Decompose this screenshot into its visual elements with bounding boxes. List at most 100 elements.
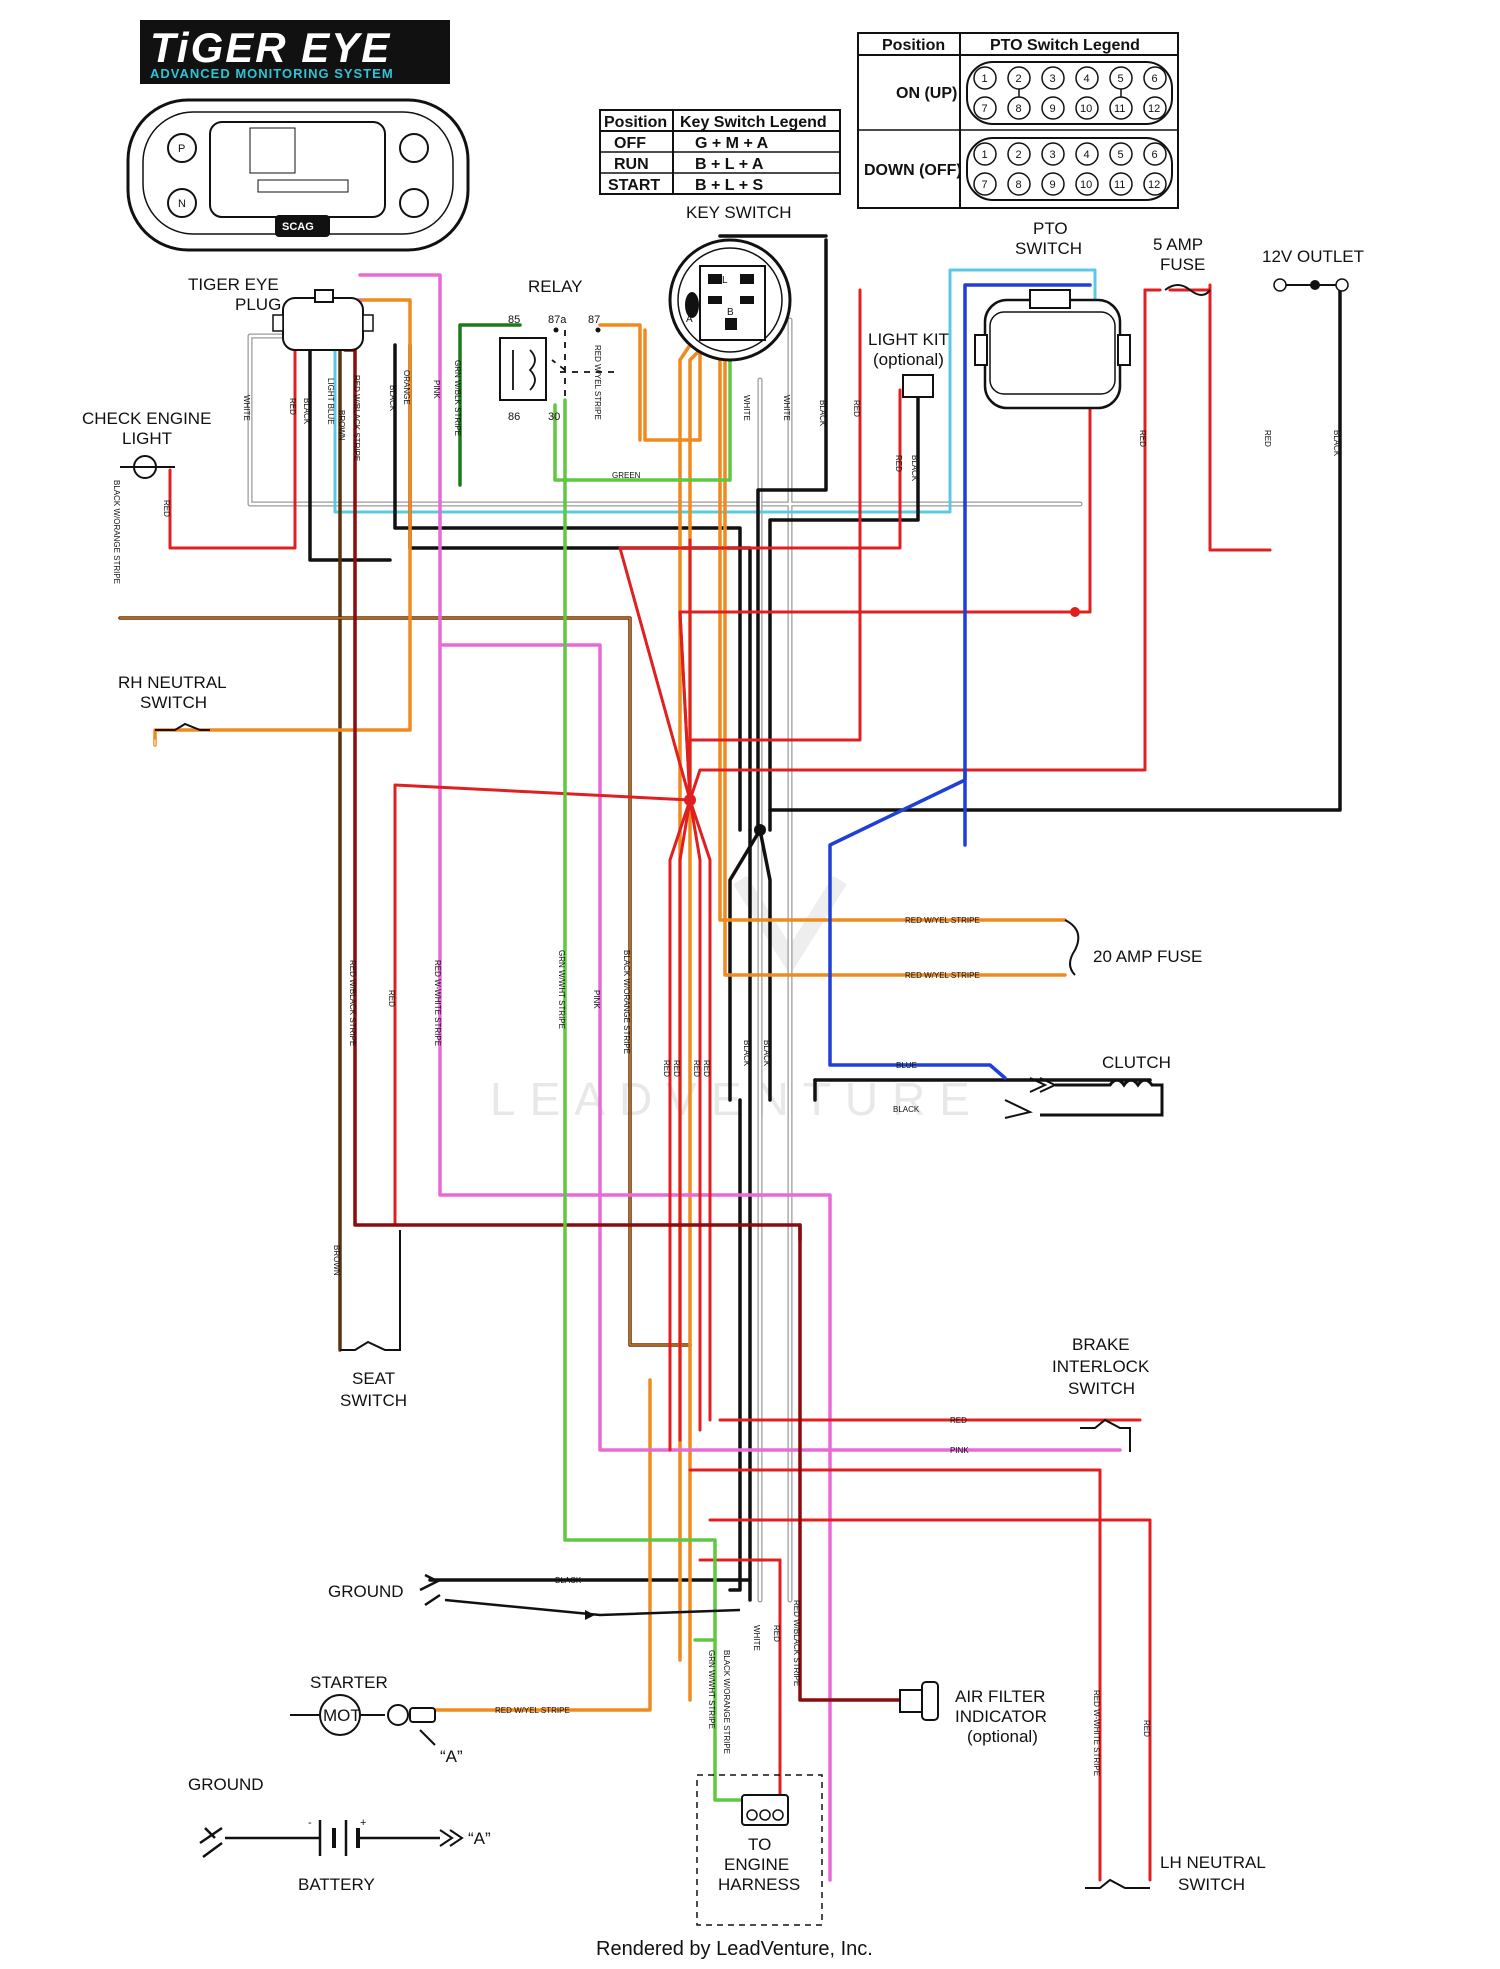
svg-text:A: A — [686, 314, 693, 325]
svg-text:“A”: “A” — [440, 1747, 463, 1766]
svg-text:BLACK: BLACK — [388, 385, 397, 412]
pto-pin — [1075, 66, 1099, 90]
svg-text:FUSE: FUSE — [1160, 255, 1205, 274]
tiger-plug-label: PLUG — [235, 295, 281, 314]
pto-pin-label: 3 — [1050, 149, 1056, 161]
svg-text:86: 86 — [508, 411, 520, 423]
seat-switch: SEAT SWITCH — [340, 1230, 407, 1410]
svg-text:RED W/BLACK STRIPE: RED W/BLACK STRIPE — [792, 1600, 801, 1686]
wires — [118, 234, 1342, 1882]
key-switch-label: KEY SWITCH — [686, 203, 791, 222]
pto-pin — [1075, 172, 1099, 196]
svg-text:RED: RED — [894, 455, 903, 472]
wire-black — [308, 234, 1342, 1602]
pto-legend-header-legend: PTO Switch Legend — [990, 37, 1140, 54]
svg-text:MOT: MOT — [323, 1706, 361, 1725]
fuse-20a: 20 AMP FUSE — [1064, 919, 1202, 976]
relay: RELAY 85 87a 87 86 30 — [499, 277, 620, 423]
outlet-12v: 12V OUTLET — [1262, 247, 1364, 292]
svg-text:BLACK W/ORANGE STRIPE: BLACK W/ORANGE STRIPE — [112, 480, 121, 584]
pto-pin — [1007, 172, 1031, 196]
pto-pin-label: 7 — [982, 103, 988, 115]
pto-pin-label: 8 — [1016, 179, 1022, 191]
key-legend-header-legend: Key Switch Legend — [680, 114, 827, 131]
svg-text:SWITCH: SWITCH — [1068, 1379, 1135, 1398]
svg-text:GRN W/WHT STRIPE: GRN W/WHT STRIPE — [707, 1650, 716, 1729]
svg-text:RED: RED — [162, 500, 171, 517]
svg-text:BLACK: BLACK — [893, 1105, 920, 1114]
svg-text:N: N — [178, 198, 186, 210]
svg-text:BROWN: BROWN — [337, 410, 346, 441]
pto-pin-label: 3 — [1050, 73, 1056, 85]
svg-text:LIGHT: LIGHT — [122, 429, 172, 448]
svg-text:WHITE: WHITE — [782, 395, 791, 421]
key-switch-legend: Position Key Switch Legend OFF G + M + A… — [599, 109, 841, 195]
pto-pin — [1109, 142, 1133, 166]
svg-text:(optional): (optional) — [873, 350, 944, 369]
pto-pin — [1143, 96, 1167, 120]
clutch: CLUTCH — [1004, 1053, 1171, 1119]
pto-pin — [1041, 66, 1065, 90]
pto-legend-on: ON (UP) — [896, 85, 957, 102]
svg-text:SWITCH: SWITCH — [140, 693, 207, 712]
svg-text:WHITE: WHITE — [242, 395, 251, 421]
svg-text:BLACK: BLACK — [742, 1040, 751, 1067]
svg-text:LIGHT BLUE: LIGHT BLUE — [326, 378, 335, 425]
wire-green-black — [458, 323, 522, 487]
pto-pin — [1143, 172, 1167, 196]
svg-text:RED: RED — [692, 1060, 701, 1077]
svg-text:RED: RED — [672, 1060, 681, 1077]
svg-text:RED W/BLACK STRIPE: RED W/BLACK STRIPE — [348, 960, 357, 1046]
pto-pin — [1143, 66, 1167, 90]
svg-text:L: L — [722, 275, 728, 286]
tiger-plug-label: TIGER EYE — [188, 275, 279, 294]
svg-text:ADVANCED MONITORING SYSTEM: ADVANCED MONITORING SYSTEM — [150, 66, 394, 81]
svg-text:PINK: PINK — [592, 990, 601, 1009]
key-legend-row: START — [608, 177, 660, 194]
pto-pin — [1109, 172, 1133, 196]
svg-text:RED W/YEL STRIPE: RED W/YEL STRIPE — [593, 345, 602, 420]
svg-text:B: B — [727, 307, 734, 318]
svg-text:AIR FILTER: AIR FILTER — [955, 1687, 1045, 1706]
key-legend-row: B + L + S — [695, 177, 764, 194]
pto-switch-legend: Position PTO Switch Legend ON (UP) DOWN … — [857, 32, 1179, 209]
svg-text:RED: RED — [1142, 1720, 1151, 1737]
check-engine-light: CHECK ENGINE LIGHT — [82, 409, 211, 479]
svg-text:BLACK: BLACK — [910, 455, 919, 482]
relay-label: RELAY — [528, 277, 583, 296]
pto-pin — [973, 142, 997, 166]
svg-text:SWITCH: SWITCH — [340, 1391, 407, 1410]
wire-brown — [118, 348, 692, 1352]
svg-text:87a: 87a — [548, 314, 567, 326]
svg-text:20 AMP FUSE: 20 AMP FUSE — [1093, 947, 1202, 966]
pto-pin — [973, 66, 997, 90]
pto-pin-label: 9 — [1050, 179, 1056, 191]
svg-text:INDICATOR: INDICATOR — [955, 1707, 1047, 1726]
svg-text:GREEN: GREEN — [612, 471, 641, 480]
pto-pin-label: 12 — [1148, 103, 1160, 115]
rh-neutral-switch: RH NEUTRAL SWITCH — [118, 673, 227, 731]
svg-text:STARTER: STARTER — [310, 1673, 388, 1692]
svg-text:TO: TO — [748, 1835, 771, 1854]
svg-text:RED W/YEL STRIPE: RED W/YEL STRIPE — [905, 971, 980, 980]
svg-text:-: - — [308, 1817, 312, 1829]
pto-pin-label: 6 — [1152, 149, 1158, 161]
key-legend-header-position: Position — [604, 114, 667, 131]
svg-text:RED: RED — [1138, 430, 1147, 447]
pto-switch-label: SWITCH — [1015, 239, 1082, 258]
svg-text:GRN W/WHT STRIPE: GRN W/WHT STRIPE — [557, 950, 566, 1029]
junction-red — [684, 794, 696, 806]
tiger-eye-logo: TiGER EYE ADVANCED MONITORING SYSTEM — [140, 20, 450, 84]
svg-text:RED: RED — [387, 990, 396, 1007]
svg-text:RH NEUTRAL: RH NEUTRAL — [118, 673, 227, 692]
key-switch: KEY SWITCH L B A — [668, 203, 792, 362]
pto-pin-label: 6 — [1152, 73, 1158, 85]
pto-pin-label: 10 — [1080, 179, 1092, 191]
pto-legend-down: DOWN (OFF) — [864, 162, 962, 179]
ground-2: GROUND — [188, 1775, 320, 1859]
pto-pin-label: 2 — [1016, 149, 1022, 161]
pto-pin — [1143, 142, 1167, 166]
pto-pin-label: 5 — [1118, 73, 1124, 85]
fuse-5a: 5 AMP FUSE — [1153, 235, 1211, 296]
junction-black — [754, 824, 766, 836]
